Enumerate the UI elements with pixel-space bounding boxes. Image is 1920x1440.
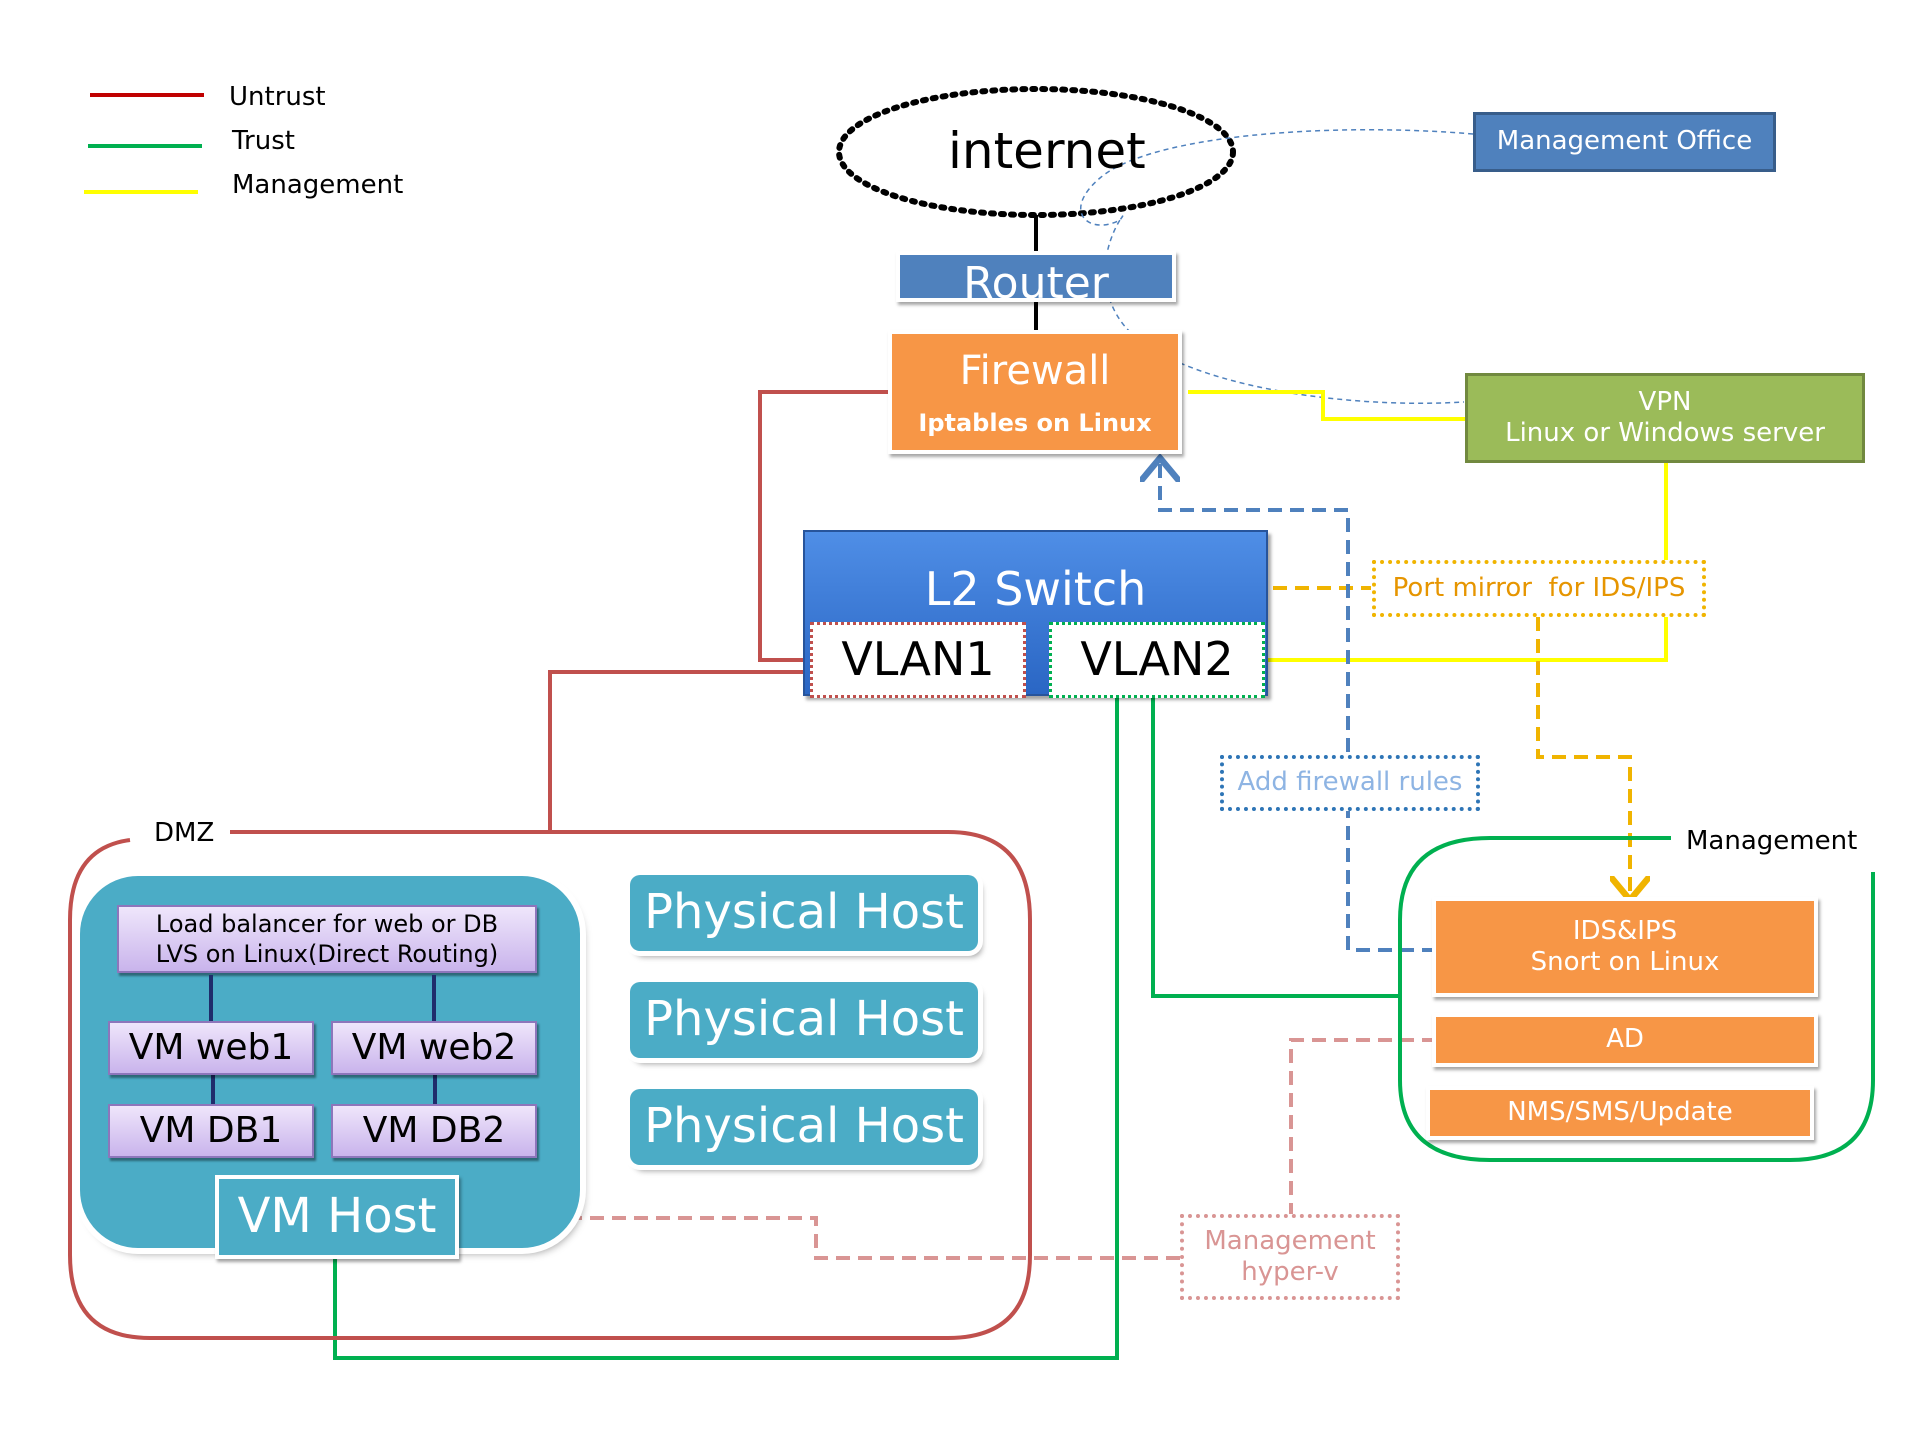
hyperv-vmhost-link xyxy=(466,1218,1180,1260)
ids-ips-line2: Snort on Linux xyxy=(1530,947,1720,977)
web2-db2-connector xyxy=(433,1075,437,1104)
trust-vlan2-management xyxy=(1151,692,1402,998)
physical-host-1-label: Physical Host xyxy=(644,884,964,941)
firewall-rules-link xyxy=(1160,462,1436,952)
l2-switch-title: L2 Switch xyxy=(924,562,1147,616)
port-mirror-box: Port mirror for IDS/IPS xyxy=(1372,560,1706,617)
firewall-title: Firewall xyxy=(959,347,1111,394)
port-mirror-ids-link xyxy=(1536,617,1630,896)
legend-trust-line xyxy=(88,144,202,148)
management-firewall-vpn xyxy=(1188,390,1466,421)
vpn-box: VPN Linux or Windows server xyxy=(1465,373,1865,463)
nms-label: NMS/SMS/Update xyxy=(1507,1097,1733,1128)
vlan1-label: VLAN1 xyxy=(841,632,995,687)
management-zone-label: Management xyxy=(1680,826,1864,856)
trust-vlan2-vmhost xyxy=(333,694,1119,1360)
management-hyperv-box: Management hyper-v xyxy=(1180,1214,1400,1300)
physical-host-3: Physical Host xyxy=(630,1089,978,1165)
legend-untrust-label: Untrust xyxy=(229,82,326,112)
vlan2-label: VLAN2 xyxy=(1080,632,1234,687)
vm-host-label: VM Host xyxy=(237,1188,437,1245)
dmz-zone xyxy=(68,830,1032,1340)
vpn-title: VPN xyxy=(1638,386,1692,417)
physical-host-2-label: Physical Host xyxy=(644,991,964,1048)
management-office-link xyxy=(1079,129,1474,405)
internet-label: internet xyxy=(948,122,1146,180)
vm-web2-box: VM web2 xyxy=(331,1021,537,1075)
load-balancer-box: Load balancer for web or DB LVS on Linux… xyxy=(117,905,537,973)
legend-untrust-line xyxy=(90,93,204,97)
router-label: Router xyxy=(963,258,1109,310)
management-office-label: Management Office xyxy=(1496,126,1753,157)
vlan2-port: VLAN2 xyxy=(1049,622,1265,698)
ids-ips-line1: IDS&IPS xyxy=(1572,915,1678,946)
ids-ips-box: IDS&IPS Snort on Linux xyxy=(1432,897,1818,997)
firewall-subtitle: Iptables on Linux xyxy=(918,408,1152,437)
physical-host-1: Physical Host xyxy=(630,875,978,951)
vm-db2-box: VM DB2 xyxy=(331,1104,537,1158)
physical-host-2: Physical Host xyxy=(630,982,978,1058)
vm-web2-label: VM web2 xyxy=(351,1027,517,1069)
vm-db1-label: VM DB1 xyxy=(139,1110,283,1152)
management-office-box: Management Office xyxy=(1473,112,1776,172)
legend-trust-label: Trust xyxy=(232,126,295,156)
vlan1-port: VLAN1 xyxy=(810,622,1026,698)
lb-web2-connector xyxy=(432,975,436,1021)
nms-box: NMS/SMS/Update xyxy=(1426,1086,1814,1140)
add-firewall-rules-box: Add firewall rules xyxy=(1220,755,1480,811)
management-vpn-vlan2 xyxy=(1262,463,1668,662)
physical-host-3-label: Physical Host xyxy=(644,1098,964,1155)
firewall-box: Firewall Iptables on Linux xyxy=(888,330,1182,454)
management-hyperv-line2: hyper-v xyxy=(1241,1257,1339,1287)
ad-box: AD xyxy=(1432,1013,1818,1067)
management-hyperv-line1: Management xyxy=(1204,1225,1376,1256)
load-balancer-line1: Load balancer for web or DB xyxy=(155,910,499,938)
ad-label: AD xyxy=(1606,1024,1644,1055)
lb-web1-connector xyxy=(209,975,213,1021)
vm-db2-label: VM DB2 xyxy=(362,1110,506,1152)
untrust-firewall-vlan1 xyxy=(758,390,889,662)
untrust-vlan1-dmz xyxy=(548,670,810,830)
legend-management-line xyxy=(84,190,198,194)
vm-host-box: VM Host xyxy=(215,1175,459,1259)
vm-db1-box: VM DB1 xyxy=(108,1104,314,1158)
vpn-subtitle: Linux or Windows server xyxy=(1505,418,1825,448)
load-balancer-line2: LVS on Linux(Direct Routing) xyxy=(155,940,499,968)
legend-management-label: Management xyxy=(232,170,404,200)
port-mirror-label: Port mirror for IDS/IPS xyxy=(1392,572,1686,603)
router-box: Router xyxy=(896,251,1176,309)
vm-web1-box: VM web1 xyxy=(108,1021,314,1075)
vm-web1-label: VM web1 xyxy=(128,1027,294,1069)
add-firewall-rules-label: Add firewall rules xyxy=(1237,767,1463,798)
dmz-label: DMZ xyxy=(148,818,221,848)
management-zone xyxy=(1398,836,1875,1162)
web1-db1-connector xyxy=(211,1075,215,1104)
hyperv-ad-link xyxy=(1289,1038,1436,1214)
